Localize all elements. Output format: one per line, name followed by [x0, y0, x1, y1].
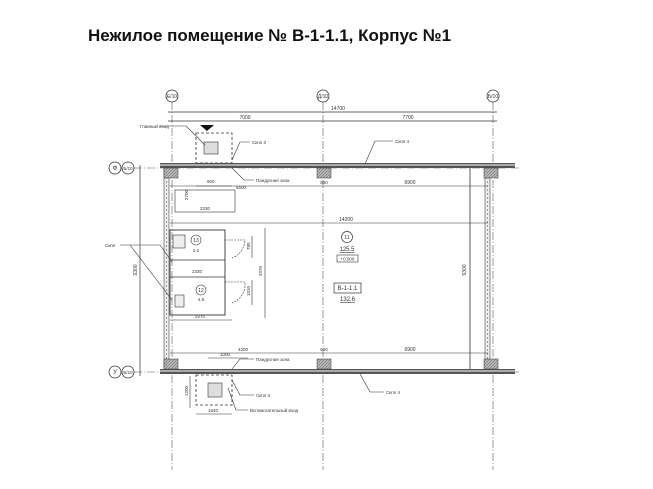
dim-top-right: 7700 [402, 115, 413, 121]
dim-pillar-bottom: 600 [320, 347, 328, 352]
svg-text:12: 12 [198, 288, 204, 294]
label-stained-glass-3-top: Скпл 3 [252, 140, 267, 145]
label-stained-glass-3-bottom: Скпл 3 [256, 393, 271, 398]
dim-top-left: 7000 [239, 115, 250, 121]
svg-text:4.9: 4.9 [198, 297, 205, 302]
label-service-entrance: Вспомогательный вход [250, 407, 299, 413]
svg-text:125.5: 125.5 [339, 247, 355, 253]
dim-corridor-width: 2330 [200, 206, 211, 211]
wc-block: 13 2.2 12 4.9 2330 [169, 229, 226, 316]
svg-text:+0.000: +0.000 [341, 257, 355, 262]
axis-marker-d10: Д/10 [316, 89, 330, 103]
dim-door-2: 1010 [246, 285, 251, 296]
svg-text:Б/10: Б/10 [488, 94, 498, 100]
dim-pillar-top: 600 [320, 180, 328, 185]
svg-text:11: 11 [344, 235, 349, 241]
svg-text:Б/10: Б/10 [123, 370, 133, 375]
dim-bottom-porch: 1540 [208, 408, 219, 413]
svg-text:2.2: 2.2 [193, 248, 200, 253]
label-canopy-bottom: Пандусная зона [256, 357, 290, 362]
dim-wc-width-mid: 2330 [192, 269, 203, 274]
label-stained-glass-4-top: Скпл 4 [395, 139, 410, 144]
svg-text:В-1-1.1: В-1-1.1 [338, 286, 358, 292]
axis-marker-b10: Б/10 [486, 89, 500, 103]
svg-text:132.6: 132.6 [340, 297, 356, 303]
dim-entrance-offset: 6500 [236, 185, 247, 190]
page-title: Нежилое помещение № В-1-1.1, Корпус №1 [88, 26, 452, 45]
svg-text:Б/10: Б/10 [123, 166, 133, 171]
unit-label: В-1-1.1 132.6 [333, 282, 362, 303]
dim-bottom-porch-height: 1200 [184, 385, 189, 396]
label-stained-glass-4-bottom: Скпл 4 [386, 390, 401, 395]
axis-markers-vertical: Е/10 Д/10 Б/10 [165, 89, 500, 103]
svg-text:Ф: Ф [113, 166, 118, 172]
dim-height-left: 9300 [133, 264, 139, 275]
dim-bottom-inner-right: 6900 [404, 347, 415, 353]
axis-markers-horizontal: Ф Б/10 У Б/10 [108, 161, 135, 379]
dim-bottom-width: 1000 [220, 352, 231, 357]
room-11-label: 11 125.5 +0.000 [336, 231, 359, 263]
dim-wc-width: 2270 [195, 314, 206, 319]
dim-inner-width: 14200 [339, 217, 353, 223]
dim-wc-height: 3370 [258, 265, 263, 276]
svg-text:У: У [113, 370, 117, 376]
label-canopy-top: Пандусная зона [256, 178, 290, 183]
dim-height-right: 9300 [462, 264, 468, 275]
dim-top-inner-right: 6900 [404, 180, 415, 186]
svg-text:Е/10: Е/10 [167, 94, 178, 100]
dim-corridor-height: 2700 [184, 189, 189, 200]
dim-door-1: 780 [246, 242, 251, 250]
dim-entrance-width: 900 [207, 179, 215, 184]
dim-bottom-left-inner: 4200 [238, 347, 249, 352]
dim-overall-top: 14700 [331, 106, 345, 112]
label-shaft: Скпл [105, 243, 116, 248]
svg-text:Д/10: Д/10 [318, 94, 329, 100]
axis-marker-e10: Е/10 [165, 89, 179, 103]
label-main-entrance: Главный вход [140, 123, 169, 129]
svg-text:13: 13 [193, 238, 199, 244]
